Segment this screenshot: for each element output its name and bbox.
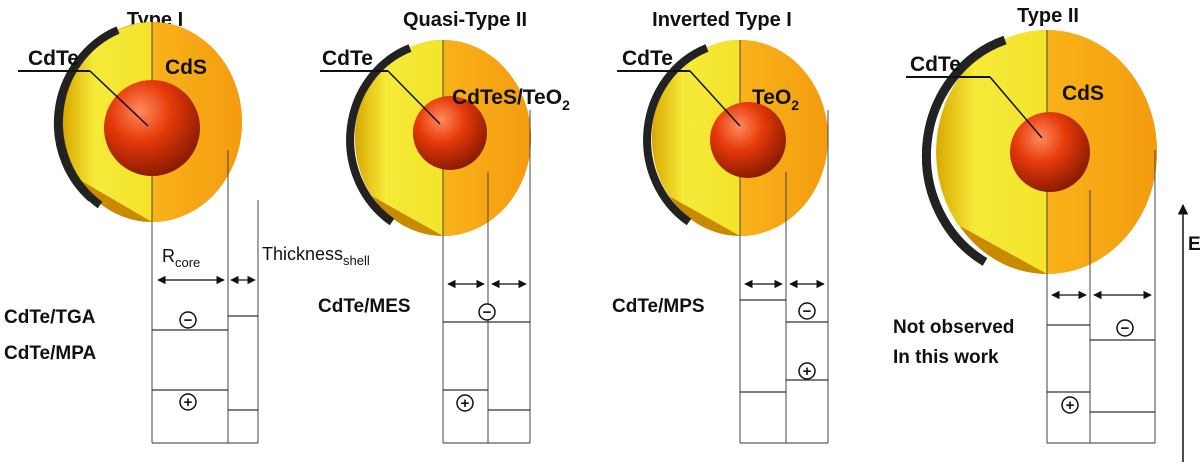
core-label: CdTe (28, 47, 79, 70)
side-label-line-1: Not observed (893, 317, 1014, 338)
cdte-core (1010, 112, 1090, 192)
hole-symbol: + (803, 363, 812, 380)
energy-axis-label: E (1188, 234, 1200, 255)
shell-yellow-half (651, 39, 740, 237)
core-pointer-line (689, 70, 741, 127)
panel-title: Inverted Type I (652, 9, 792, 31)
cdte-core (104, 80, 200, 176)
electron-symbol: − (184, 312, 193, 329)
panel-inverted-type-i: Inverted Type I CdTe TeO2 − + CdTe/MPS (612, 9, 829, 444)
shell-label: TeO2 (752, 86, 799, 113)
core-radius-label: Rcore (162, 246, 200, 270)
nanocrystal-sphere (643, 39, 828, 237)
shell-orange-half (443, 40, 531, 236)
shell-label: CdS (1062, 82, 1104, 105)
hole-circle (1061, 396, 1079, 414)
panel-type-i: Type I CdTe CdS Rcore Thicknessshell − (4, 9, 370, 444)
electron-circle (798, 302, 816, 320)
shell-yellow-half (936, 29, 1047, 275)
shell-label: CdTeS/TeO2 (452, 86, 570, 113)
hole-circle (456, 394, 474, 412)
nanocrystal-sphere (53, 22, 242, 222)
shell-thickness-label: Thicknessshell (262, 244, 370, 268)
shell-orange-half (1047, 30, 1157, 274)
core-pointer-line (387, 70, 441, 125)
shell-dark-ring-outer (922, 42, 994, 257)
side-label-line-2: CdTe/MPA (4, 343, 96, 364)
shell-dark-ring-outer (346, 50, 401, 218)
core-pointer-line (89, 70, 149, 127)
hole-symbol: + (1066, 397, 1075, 414)
side-label-line-1: CdTe/MES (318, 296, 411, 317)
side-label-line-1: CdTe/TGA (4, 307, 96, 328)
panel-title: Type II (1017, 5, 1079, 27)
core-label: CdTe (622, 47, 673, 70)
side-label-line-2: In this work (893, 347, 999, 368)
hole-symbol: + (461, 395, 470, 412)
electron-circle (478, 303, 496, 321)
shell-label: CdS (165, 56, 207, 79)
electron-circle (179, 311, 197, 329)
core-pointer-line (989, 76, 1043, 139)
nanocrystal-sphere (921, 29, 1157, 275)
electron-circle (1116, 319, 1134, 337)
panel-title: Quasi-Type II (403, 9, 527, 31)
core-label: CdTe (910, 53, 961, 76)
core-label: CdTe (322, 47, 373, 70)
electron-symbol: − (483, 304, 492, 321)
shell-yellow-half (354, 39, 443, 236)
electron-symbol: − (1121, 320, 1130, 337)
shell-dark-ring-outer (643, 50, 698, 218)
hole-circle (179, 393, 197, 411)
panel-quasi-type-ii: Quasi-Type II CdTe CdTeS/TeO2 − + CdTe/M… (318, 9, 570, 444)
nanocrystal-sphere (346, 39, 531, 236)
panel-type-ii: Type II CdTe CdS − + Not observed In thi… (893, 5, 1200, 462)
hole-symbol: + (184, 394, 193, 411)
shell-dark-ring-outer (53, 32, 109, 202)
hole-circle (798, 362, 816, 380)
electron-symbol: − (803, 303, 812, 320)
cdte-core (710, 102, 786, 178)
side-label-line-1: CdTe/MPS (612, 296, 705, 317)
